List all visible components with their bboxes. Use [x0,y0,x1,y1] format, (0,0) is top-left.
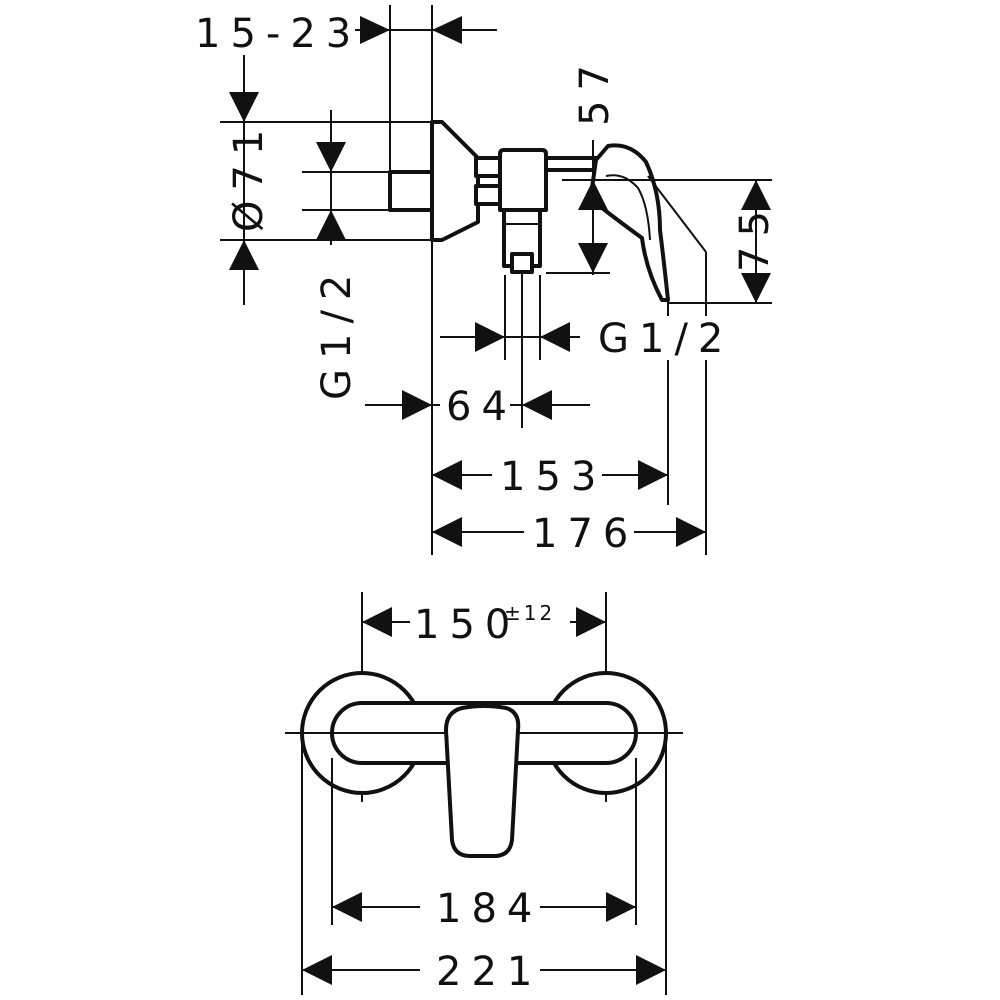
dim-height-57: 57 [572,55,618,126]
dim-center-distance: 150 [414,602,520,648]
dim-height-75: 75 [732,201,778,272]
lever-handle [444,704,521,858]
dim-depth-153: 153 [500,454,606,500]
dim-inlet-thread: G1/2 [314,265,360,400]
dim-width-221: 221 [436,949,542,995]
dim-depth-64: 64 [446,384,517,430]
front-view: 150 ±12 184 221 [285,592,683,995]
dim-depth-176: 176 [532,511,638,557]
dim-width-184: 184 [436,886,542,932]
dim-outlet-thread: G1/2 [598,316,733,362]
side-view: 15-23 Ø71 G1/2 57 75 G1/2 64 153 176 [190,5,778,557]
dim-rosette-diameter: Ø71 [226,120,272,232]
dim-wall-distance: 15-23 [195,11,361,57]
dim-center-tolerance: ±12 [504,601,555,625]
